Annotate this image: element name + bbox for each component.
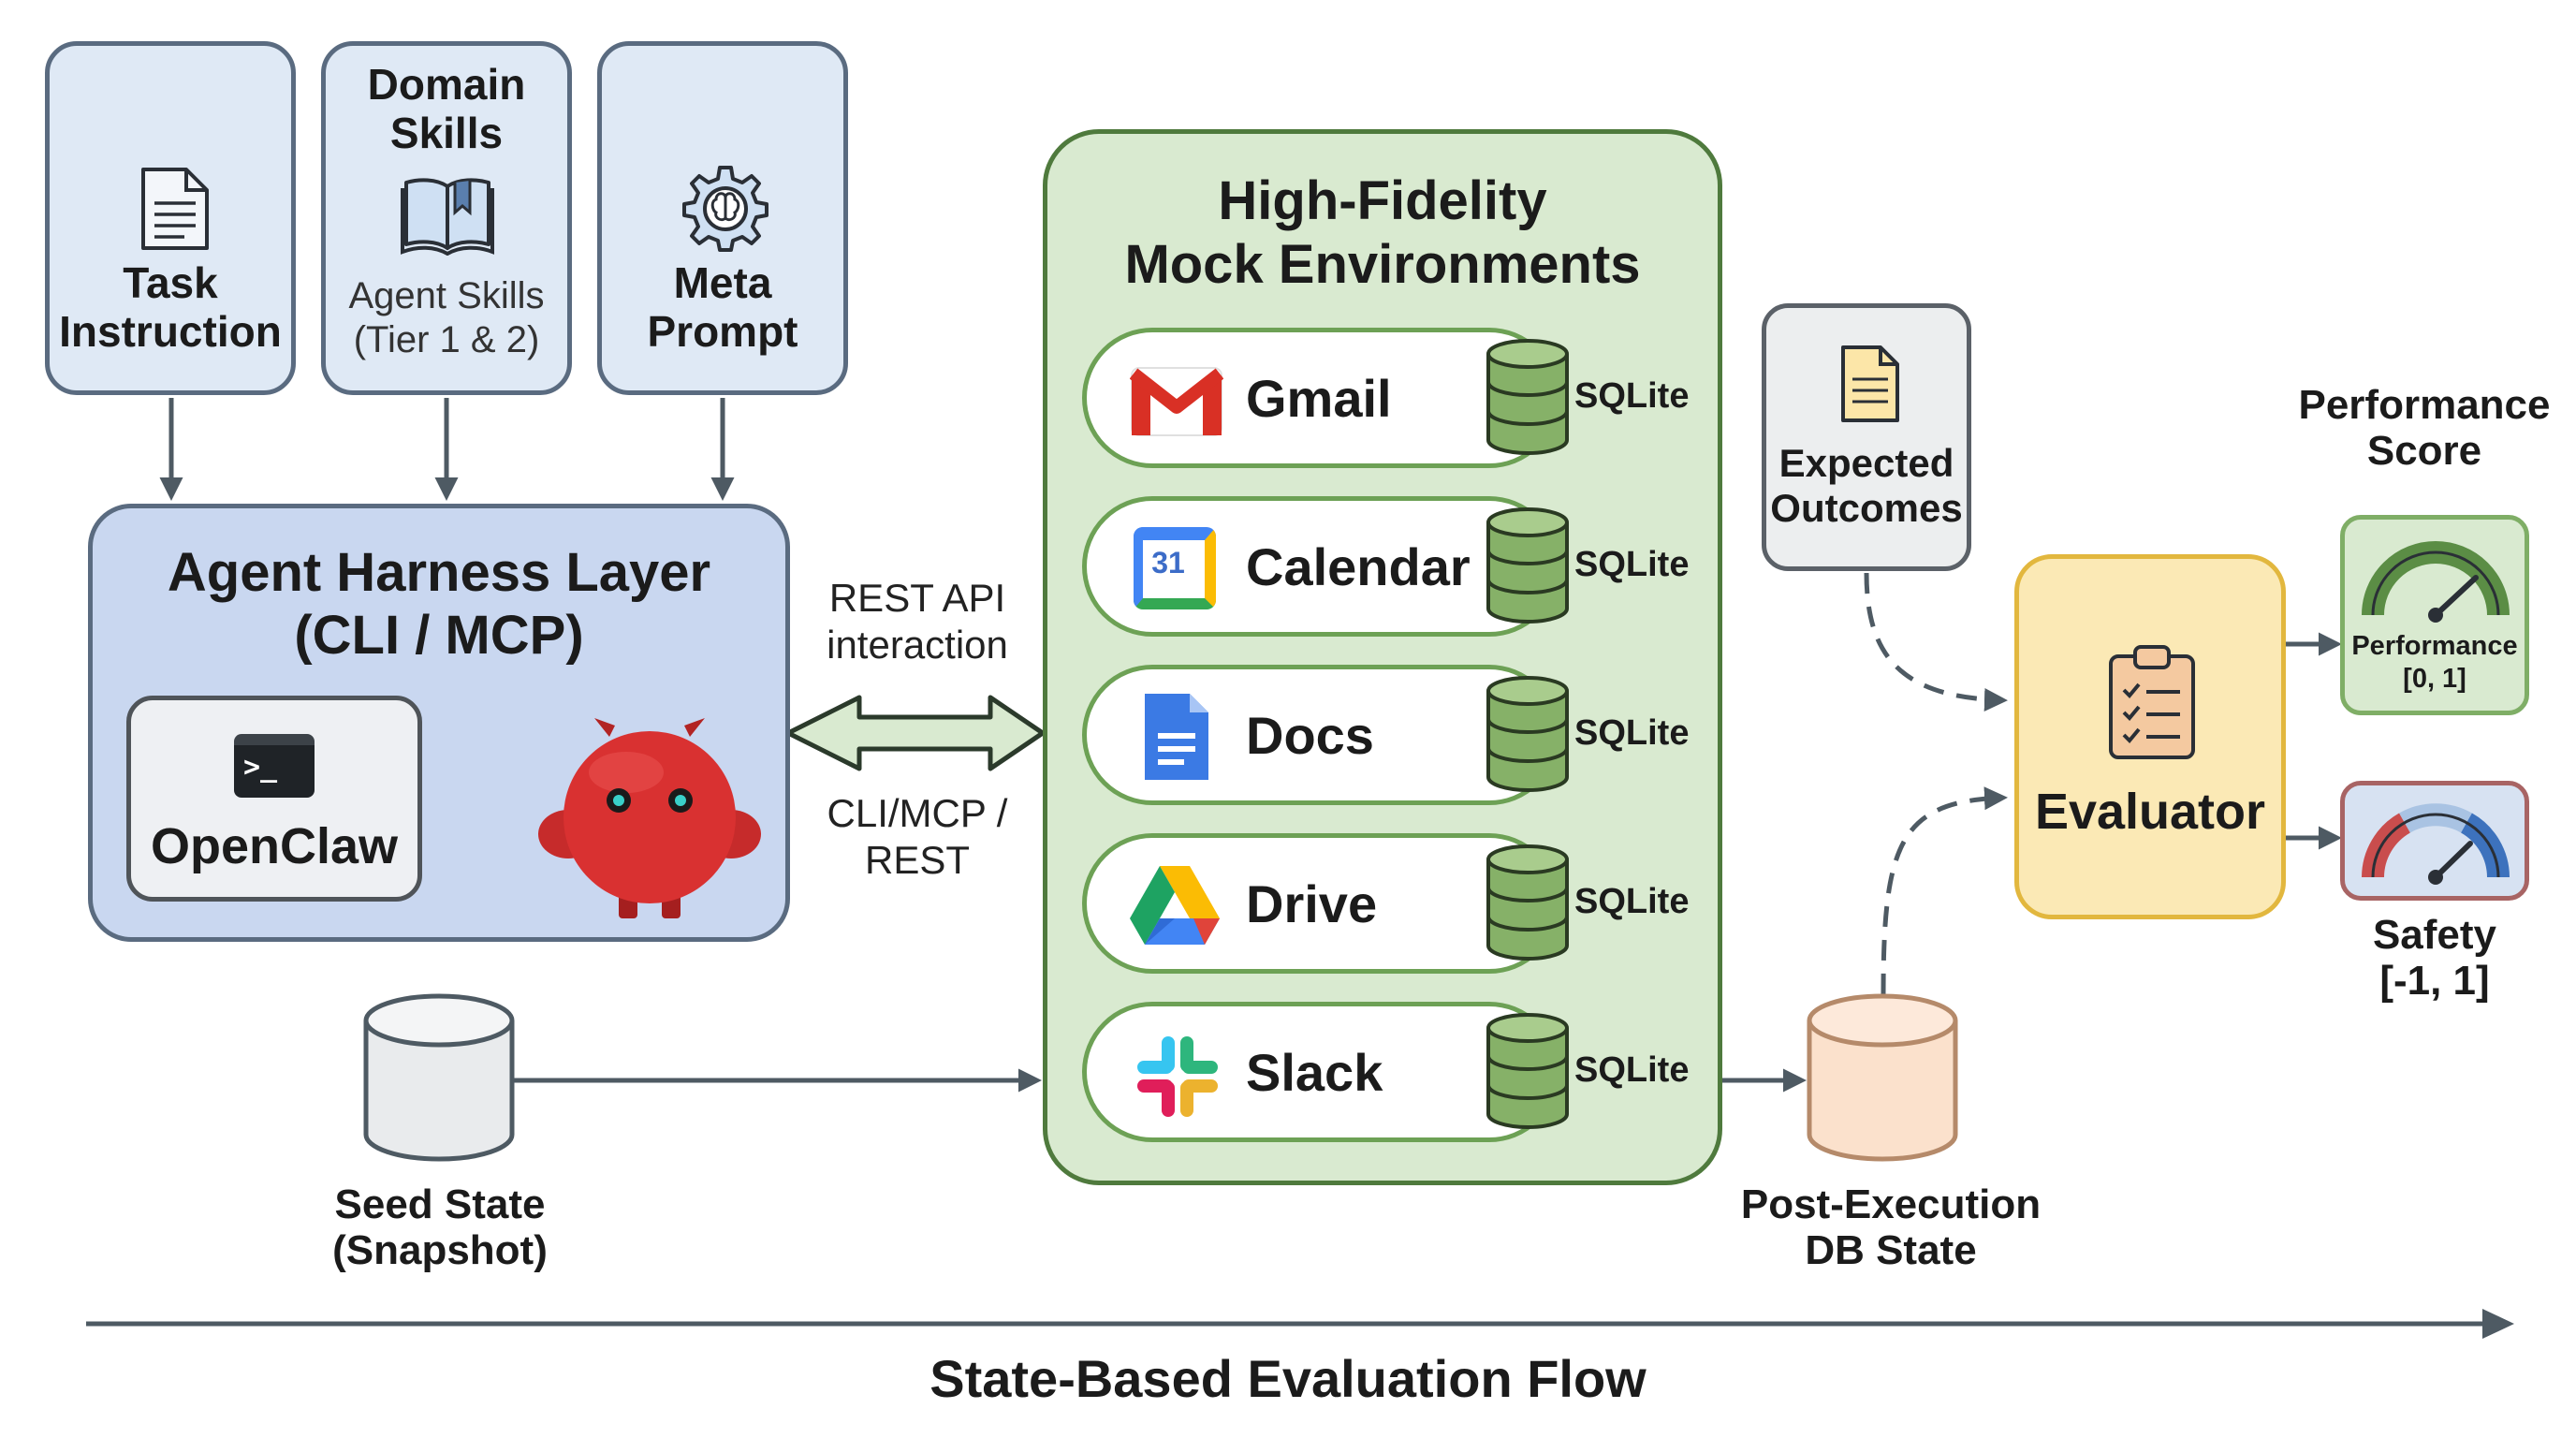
sqlite-label: SQLite <box>1574 713 1690 753</box>
dashed-expected-to-evaluator <box>1864 572 2008 712</box>
calendar-icon: 31 <box>1134 527 1216 609</box>
robot-icon <box>538 718 761 918</box>
dashed-post-to-evaluator <box>1881 786 2008 995</box>
service-row-calendar: 31 Calendar <box>1082 496 1559 637</box>
service-row-docs: Docs <box>1082 665 1559 805</box>
seed-state-db-icon <box>363 993 515 1162</box>
service-name-calendar: Calendar <box>1246 537 1471 596</box>
post-execution-label: Post-Execution DB State <box>1740 1181 2042 1274</box>
agent-harness-box: Agent Harness Layer (CLI / MCP) >_ OpenC… <box>88 504 790 942</box>
openclaw-box: >_ OpenClaw <box>126 696 422 902</box>
document-icon <box>1841 345 1899 422</box>
sqlite-label: SQLite <box>1574 545 1690 584</box>
sqlite-label: SQLite <box>1574 1050 1690 1090</box>
evaluator-label: Evaluator <box>2034 784 2266 840</box>
openclaw-label: OpenClaw <box>150 818 399 874</box>
performance-score-header: Performance Score <box>2298 382 2551 475</box>
expected-outcomes-box: Expected Outcomes <box>1762 303 1971 571</box>
agent-skills-subtitle: Agent Skills (Tier 1 & 2) <box>348 275 545 361</box>
service-name-drive: Drive <box>1246 874 1378 933</box>
meta-prompt-box: Meta Prompt <box>597 41 848 395</box>
mock-environments-title: High-Fidelity Mock Environments <box>1124 170 1641 296</box>
terminal-icon: >_ <box>234 734 315 798</box>
slack-icon <box>1137 1036 1218 1117</box>
sqlite-label: SQLite <box>1574 882 1690 921</box>
performance-gauge-box: Performance [0, 1] <box>2340 515 2529 715</box>
service-row-slack: Slack <box>1082 1002 1559 1142</box>
safety-label: Safety [-1, 1] <box>2372 912 2497 1005</box>
flow-label: State-Based Evaluation Flow <box>929 1349 1647 1408</box>
terminal-prompt-glyph: >_ <box>243 751 278 784</box>
docs-icon <box>1145 694 1208 780</box>
sqlite-db-icon <box>1486 676 1569 792</box>
double-arrow <box>785 695 1046 771</box>
gmail-icon <box>1130 367 1223 436</box>
document-icon <box>141 168 209 250</box>
service-name-slack: Slack <box>1246 1043 1383 1102</box>
expected-outcomes-label: Expected Outcomes <box>1770 441 1963 531</box>
calendar-icon-number: 31 <box>1151 546 1185 580</box>
post-execution-db-icon <box>1807 993 1958 1162</box>
sqlite-label: SQLite <box>1574 376 1690 416</box>
domain-skills-title: Domain Skills <box>367 60 526 157</box>
domain-skills-box: Domain Skills Agent Skills (Tier 1 & 2) <box>321 41 572 395</box>
sqlite-db-icon <box>1486 1013 1569 1129</box>
service-row-drive: Drive <box>1082 833 1559 974</box>
book-icon <box>401 178 494 256</box>
rest-api-label: REST API interaction <box>827 576 1008 667</box>
sqlite-db-icon <box>1486 339 1569 455</box>
service-name-docs: Docs <box>1246 706 1374 765</box>
seed-state-label: Seed State (Snapshot) <box>332 1181 548 1274</box>
task-instruction-title: Task Instruction <box>59 258 282 356</box>
clipboard-icon <box>2109 645 2195 759</box>
agent-harness-title: Agent Harness Layer (CLI / MCP) <box>167 542 711 666</box>
service-row-gmail: Gmail <box>1082 328 1559 468</box>
cli-mcp-rest-label: CLI/MCP / REST <box>827 791 1008 882</box>
task-instruction-box: Task Instruction <box>45 41 296 395</box>
gauge-icon <box>2362 803 2510 885</box>
safety-gauge-box <box>2340 781 2529 901</box>
gauge-icon <box>2362 541 2510 623</box>
performance-gauge-label: Performance [0, 1] <box>2351 631 2518 694</box>
gear-brain-icon <box>682 166 768 252</box>
service-name-gmail: Gmail <box>1246 369 1392 428</box>
evaluator-box: Evaluator <box>2014 554 2286 919</box>
sqlite-db-icon <box>1486 844 1569 961</box>
sqlite-db-icon <box>1486 507 1569 624</box>
drive-icon <box>1130 866 1220 945</box>
meta-prompt-title: Meta Prompt <box>647 258 798 356</box>
